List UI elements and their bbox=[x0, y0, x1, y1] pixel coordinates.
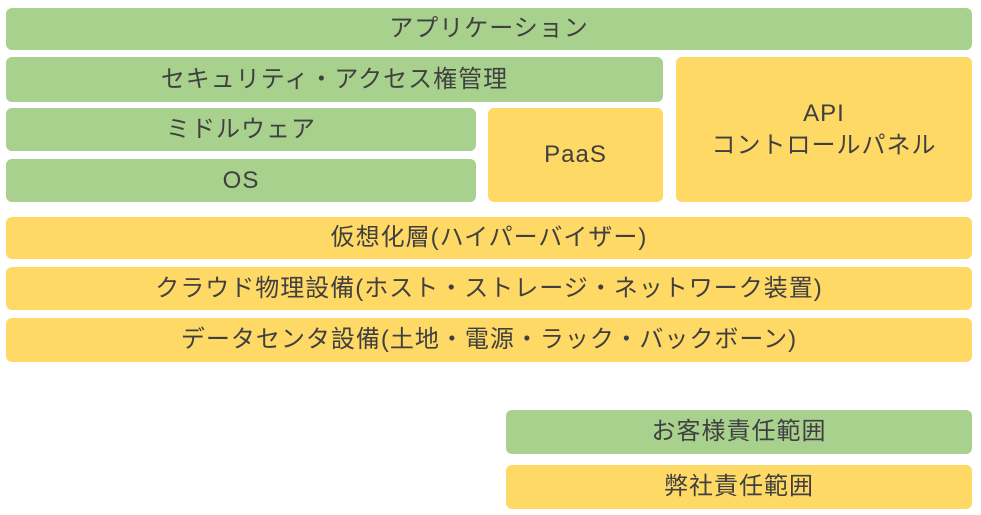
block-application: アプリケーション bbox=[6, 8, 972, 50]
legend-provider-responsibility: 弊社責任範囲 bbox=[506, 465, 972, 509]
api-control-panel-line2: コントロールパネル bbox=[711, 131, 937, 159]
block-os: OS bbox=[6, 159, 476, 202]
block-middleware: ミドルウェア bbox=[6, 108, 476, 151]
block-virtualization-layer: 仮想化層(ハイパーバイザー) bbox=[6, 217, 972, 259]
block-datacenter-facilities: データセンタ設備(土地・電源・ラック・バックボーン) bbox=[6, 318, 972, 362]
api-control-panel-line1: API bbox=[803, 100, 845, 128]
block-security-access-management: セキュリティ・アクセス権管理 bbox=[6, 57, 663, 102]
block-cloud-physical-facilities: クラウド物理設備(ホスト・ストレージ・ネットワーク装置) bbox=[6, 267, 972, 310]
block-paas: PaaS bbox=[488, 108, 663, 202]
block-api-control-panel: API コントロールパネル bbox=[676, 57, 972, 202]
legend-customer-responsibility: お客様責任範囲 bbox=[506, 410, 972, 454]
